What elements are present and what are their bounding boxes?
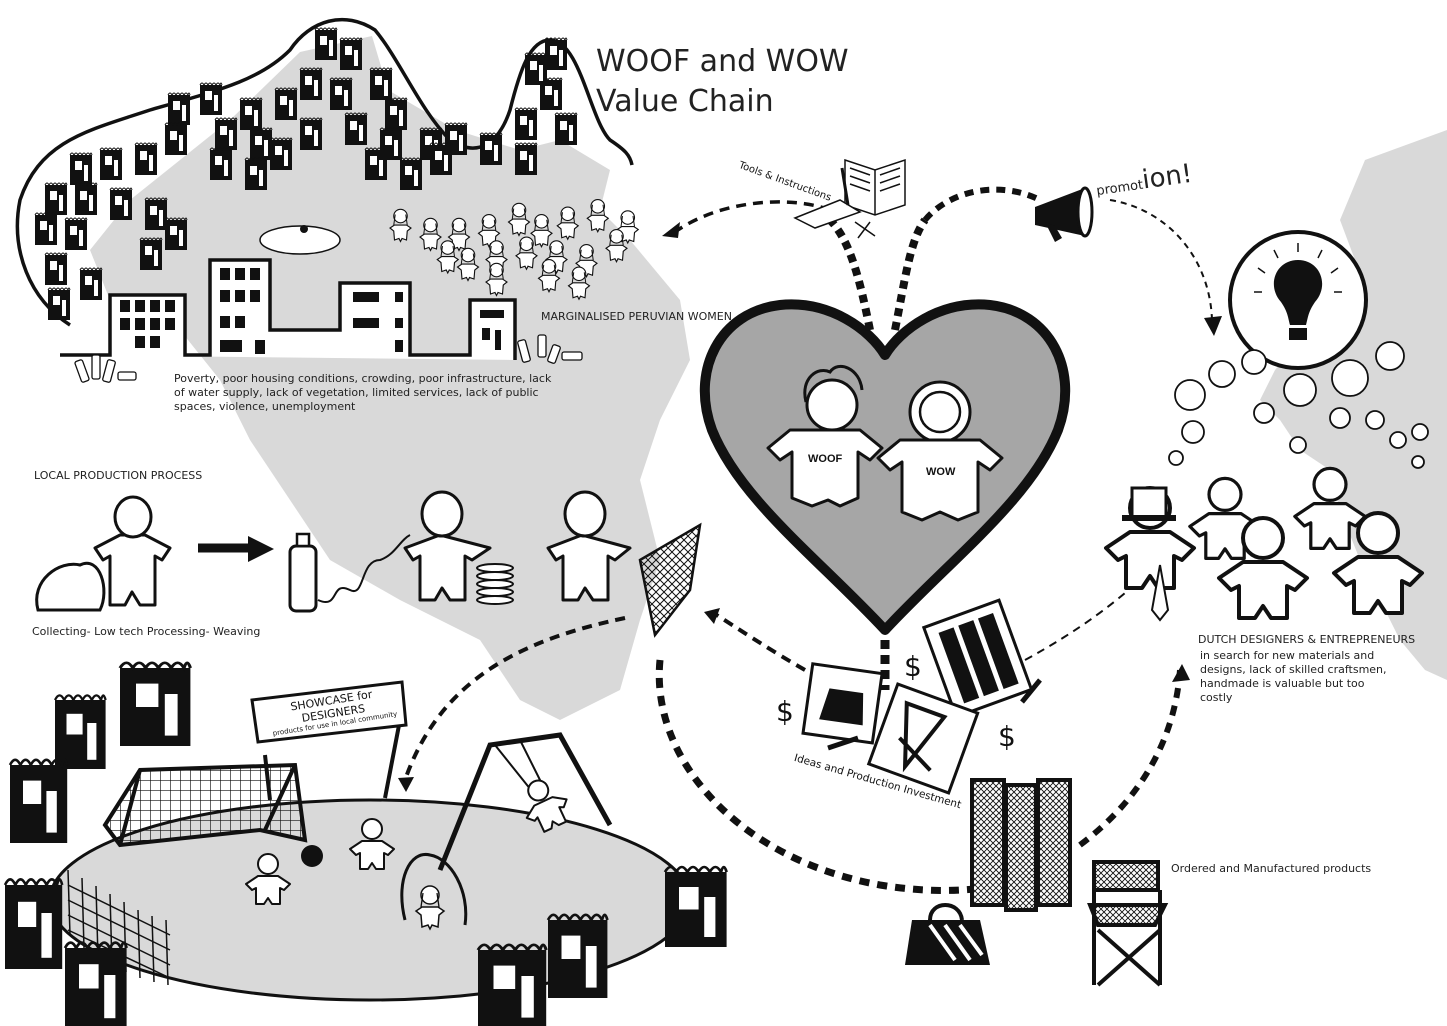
title-line-2: Value Chain [596, 84, 774, 119]
bottle-icon [288, 544, 318, 613]
wow-character [876, 380, 1004, 522]
diagram-title: WOOF and WOW Value Chain [596, 42, 849, 122]
peru-map [90, 36, 690, 720]
promotion-small: promot [1095, 177, 1145, 200]
tools-book-icon [793, 158, 906, 239]
processing-woman [403, 490, 492, 602]
plastic-bottles [74, 334, 583, 383]
wow-label: WOW [926, 466, 956, 478]
europe-map [1260, 130, 1447, 680]
designer-figures [1104, 466, 1424, 622]
handbag-icon [905, 903, 990, 965]
woven-net [638, 522, 702, 638]
folding-screen [970, 778, 1072, 912]
production-steps-label: Collecting- Low tech Processing- Weaving [32, 625, 261, 638]
yarn-spool [476, 563, 514, 605]
woof-label: WOOF [808, 453, 843, 465]
title-line-1: WOOF and WOW [596, 44, 849, 79]
dollar-sign-2: $ [904, 650, 922, 683]
megaphone-icon [1035, 186, 1094, 242]
pen-icons [827, 678, 1042, 751]
marginalised-women-label: MARGINALISED PERUVIAN WOMEN [541, 310, 732, 323]
city-buildings [60, 258, 517, 360]
city-windows [120, 268, 504, 354]
local-production-label: LOCAL PRODUCTION PROCESS [34, 469, 203, 482]
product-cards [801, 598, 1034, 795]
dollar-sign-3: $ [998, 720, 1016, 753]
woof-character [766, 365, 884, 508]
heart [699, 299, 1071, 635]
showcase-sign [250, 680, 408, 801]
lightbulb-icon [1228, 230, 1368, 370]
fence [67, 869, 171, 986]
ordered-products-label: Ordered and Manufactured products [1171, 862, 1372, 875]
thought-bubbles [1168, 341, 1429, 469]
football-goal [102, 762, 308, 848]
ball [301, 845, 323, 867]
hillside-outline [15, 17, 634, 327]
dollar-sign-1: $ [776, 695, 794, 728]
weaving-woman [546, 490, 632, 602]
collecting-woman [35, 495, 172, 612]
dutch-title: DUTCH DESIGNERS & ENTREPRENEURS [1198, 633, 1416, 646]
rope-girl [400, 853, 468, 930]
dutch-description: in search for new materials and designs,… [1200, 649, 1387, 704]
directors-chair [1087, 860, 1169, 987]
plaza [259, 225, 341, 255]
problems-text: Poverty, poor housing conditions, crowdi… [174, 372, 552, 413]
arrow-heads [398, 222, 1222, 792]
